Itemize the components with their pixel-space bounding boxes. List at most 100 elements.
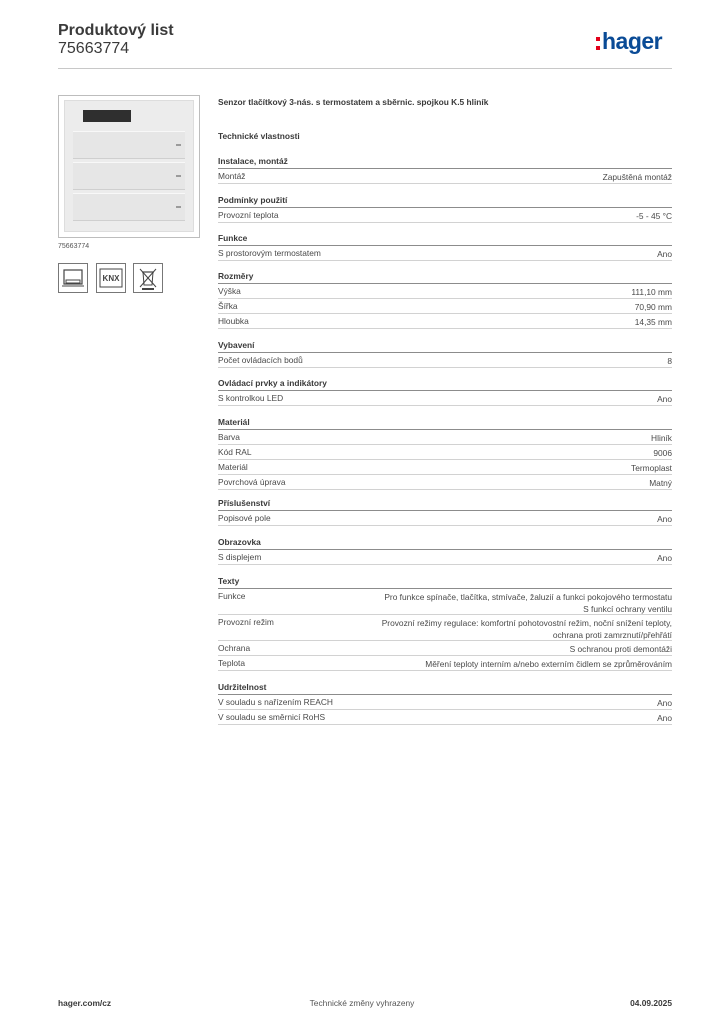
footer-date: 04.09.2025 (630, 998, 672, 1008)
spec-value-line: Zapuštěná montáž (602, 172, 672, 182)
spec-value: Měření teploty interním a/nebo externím … (425, 658, 672, 670)
spec-value-line: 111,10 mm (631, 287, 672, 297)
page-title: Produktový list (58, 22, 174, 39)
weee-bin-icon (133, 263, 163, 293)
spec-value: Hliník (651, 432, 672, 444)
spec-value: Ano (657, 712, 672, 724)
spec-value: 14,35 mm (635, 316, 672, 328)
spec-row: Šířka 70,90 mm (218, 299, 672, 314)
spec-value: Matný (649, 477, 672, 489)
spec-label: Kód RAL (218, 447, 252, 457)
header-divider (58, 68, 672, 69)
spec-group-title: Funkce (218, 233, 248, 243)
spec-value: Provozní režimy regulace: komfortní poho… (382, 617, 672, 641)
spec-value-line: 14,35 mm (634, 317, 672, 327)
spec-group-title: Podmínky použití (218, 195, 288, 205)
spec-value: Ano (657, 513, 672, 525)
spec-value-line: S funkcí ochrany ventilu (583, 604, 672, 614)
spec-row: Ochrana S ochranou proti demontáži (218, 641, 672, 656)
spec-group-divider (218, 283, 672, 284)
spec-value: 111,10 mm (631, 286, 672, 298)
spec-label: S kontrolkou LED (218, 393, 284, 403)
image-caption: 75663774 (58, 243, 90, 250)
spec-group-title: Vybavení (218, 340, 255, 350)
spec-label: Počet ovládacích bodů (218, 355, 303, 365)
device-display (83, 110, 131, 122)
spec-group-divider (218, 429, 672, 430)
flush-mount-icon (58, 263, 88, 293)
spec-value: Pro funkce spínače, tlačítka, stmívače, … (384, 591, 672, 615)
spec-group-title: Udržitelnost (218, 682, 267, 692)
spec-value-line: 8 (667, 356, 672, 366)
spec-value-line: ochrana proti zamrznutí/přehřátí (552, 630, 672, 640)
spec-row: Hloubka 14,35 mm (218, 314, 672, 329)
spec-label: Šířka (218, 301, 238, 311)
spec-group-title: Texty (218, 576, 240, 586)
device-illustration (64, 100, 194, 232)
spec-group-divider (218, 390, 672, 391)
spec-label: Provozní teplota (218, 210, 279, 220)
hager-logo: hager (596, 27, 663, 55)
spec-label: Montáž (218, 171, 246, 181)
spec-group-divider (218, 245, 672, 246)
footer-website: hager.com/cz (58, 998, 112, 1008)
spec-label: S displejem (218, 552, 262, 562)
spec-row: Provozní teplota -5 - 45 °C (218, 208, 672, 223)
spec-value-line: Termoplast (631, 463, 672, 473)
spec-row: Počet ovládacích bodů 8 (218, 353, 672, 368)
spec-group-divider (218, 694, 672, 695)
spec-label: V souladu se směrnicí RoHS (218, 712, 326, 722)
spec-group-divider (218, 168, 672, 169)
spec-group-title: Ovládací prvky a indikátory (218, 378, 327, 388)
spec-value-line: Provozní režimy regulace: komfortní poho… (381, 618, 672, 628)
spec-row: Funkce Pro funkce spínače, tlačítka, stmí… (218, 589, 672, 615)
spec-value: -5 - 45 °C (636, 210, 672, 222)
spec-row: Montáž Zapuštěná montáž (218, 169, 672, 184)
spec-label: Ochrana (218, 643, 251, 653)
spec-label: Provozní režim (218, 617, 274, 627)
spec-label: V souladu s nařízením REACH (218, 697, 333, 707)
spec-value: 8 (667, 355, 672, 367)
spec-label: Povrchová úprava (218, 477, 286, 487)
spec-value-line: 70,90 mm (634, 302, 672, 312)
knx-icon-text: KNX (103, 274, 121, 283)
spec-value: Ano (657, 248, 672, 260)
spec-value-line: Pro funkce spínače, tlačítka, stmívače, … (384, 592, 672, 602)
spec-group-divider (218, 510, 672, 511)
spec-value-line: S ochranou proti demontáži (569, 644, 672, 654)
spec-value-line: Matný (649, 478, 672, 488)
device-rocker (73, 193, 185, 221)
spec-value-line: -5 - 45 °C (636, 211, 672, 221)
spec-label: Hloubka (218, 316, 249, 326)
spec-row: S displejem Ano (218, 550, 672, 565)
specs-heading: Technické vlastnosti (218, 131, 300, 141)
spec-value: Zapuštěná montáž (603, 171, 672, 183)
spec-group-title: Materiál (218, 417, 250, 427)
spec-value: Ano (657, 552, 672, 564)
spec-group-title: Obrazovka (218, 537, 261, 547)
spec-label: Barva (218, 432, 240, 442)
spec-value-line: Ano (657, 249, 672, 259)
spec-value-line: Hliník (651, 433, 672, 443)
knx-logo-icon: KNX (96, 263, 126, 293)
device-rocker (73, 131, 185, 159)
spec-group-divider (218, 588, 672, 589)
spec-row: Povrchová úprava Matný (218, 475, 672, 490)
product-image (58, 95, 200, 238)
spec-row: V souladu se směrnicí RoHS Ano (218, 710, 672, 725)
spec-label: Teplota (218, 658, 246, 668)
footer-notice: Technické změny vyhrazeny (309, 998, 415, 1008)
spec-row: Barva Hliník (218, 430, 672, 445)
spec-row: Provozní režim Provozní režimy regulace: … (218, 615, 672, 641)
spec-value-line: Ano (657, 713, 672, 723)
spec-value-line: Měření teploty interním a/nebo externím … (425, 659, 672, 669)
spec-group-divider (218, 352, 672, 353)
spec-label: Funkce (218, 591, 246, 601)
logo-dots-icon (596, 35, 600, 51)
spec-value: Termoplast (631, 462, 672, 474)
